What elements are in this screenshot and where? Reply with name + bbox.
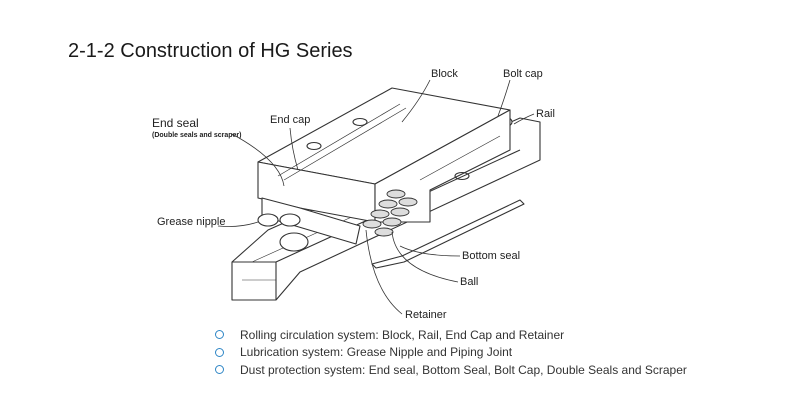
- circle-bullet-icon: [215, 365, 224, 375]
- label-bottom-seal: Bottom seal: [462, 250, 521, 262]
- label-rail: Rail: [536, 108, 555, 120]
- list-item-text: Rolling circulation system: Block, Rail,…: [240, 327, 565, 342]
- label-ball: Ball: [460, 276, 479, 288]
- feature-list: Rolling circulation system: Block, Rail,…: [215, 326, 687, 379]
- list-item-text: Dust protection system: End seal, Bottom…: [240, 362, 687, 377]
- label-bolt-cap: Bolt cap: [503, 68, 543, 80]
- label-end-seal-sub: (Double seals and scraper): [152, 132, 242, 139]
- circle-bullet-icon: [215, 330, 224, 340]
- label-retainer: Retainer: [405, 309, 447, 321]
- label-end-cap: End cap: [270, 114, 311, 126]
- balls-shape: [362, 189, 418, 237]
- list-item: Lubrication system: Grease Nipple and Pi…: [215, 344, 687, 362]
- label-block: Block: [431, 68, 458, 80]
- list-item-text: Lubrication system: Grease Nipple and Pi…: [240, 345, 513, 360]
- circle-bullet-icon: [215, 347, 224, 357]
- diagram-title: 2-1-2 Construction of HG Series: [68, 40, 353, 62]
- list-item: Dust protection system: End seal, Bottom…: [215, 361, 687, 379]
- label-grease-nipple: Grease nipple: [157, 216, 226, 228]
- grease-nipple-shape: [257, 213, 309, 252]
- list-item: Rolling circulation system: Block, Rail,…: [215, 326, 687, 344]
- label-end-seal: End seal: [152, 116, 199, 130]
- end-cap-shape: [261, 197, 361, 245]
